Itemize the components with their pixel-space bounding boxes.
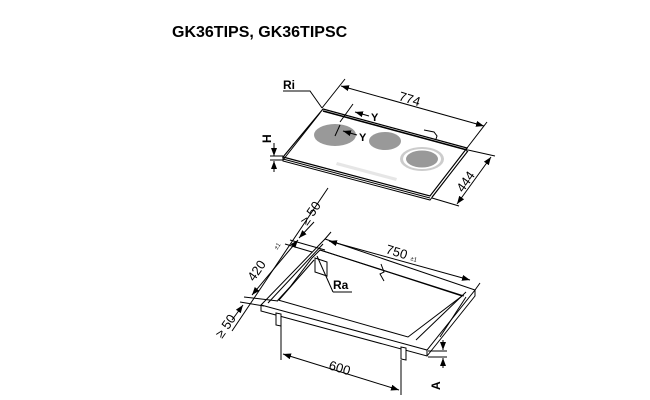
control-light-bar — [336, 162, 397, 181]
dim-cutout-width-tol: ±1 — [409, 256, 418, 264]
hob-drawing: Y Y Ri H 774 444 — [260, 78, 496, 207]
dim-cutout-width: 750 — [384, 242, 409, 263]
label-y-top: Y — [371, 112, 379, 124]
burner-medium — [369, 132, 401, 150]
label-ra: Ra — [333, 278, 349, 292]
cutout-drawing: Ra 750 ±1 420 ±1 ≥ 50 ≥ 50 600 A — [212, 187, 481, 395]
label-ri: Ri — [283, 78, 295, 92]
dim-cutout-depth-tol: ±1 — [274, 242, 283, 251]
label-y-bottom: Y — [359, 132, 367, 144]
hook-symbol — [423, 129, 438, 140]
label-h: H — [260, 134, 274, 143]
label-a: A — [429, 381, 443, 390]
dim-clearance-back: ≥ 50 — [297, 198, 324, 227]
burner-ring-inner — [406, 150, 438, 168]
dim-hob-width: 774 — [397, 89, 422, 110]
diagram-title: GK36TIPS, GK36TIPSC — [172, 24, 348, 41]
dim-hob-depth: 444 — [453, 168, 478, 194]
dim-cabinet-width: 600 — [327, 358, 352, 379]
